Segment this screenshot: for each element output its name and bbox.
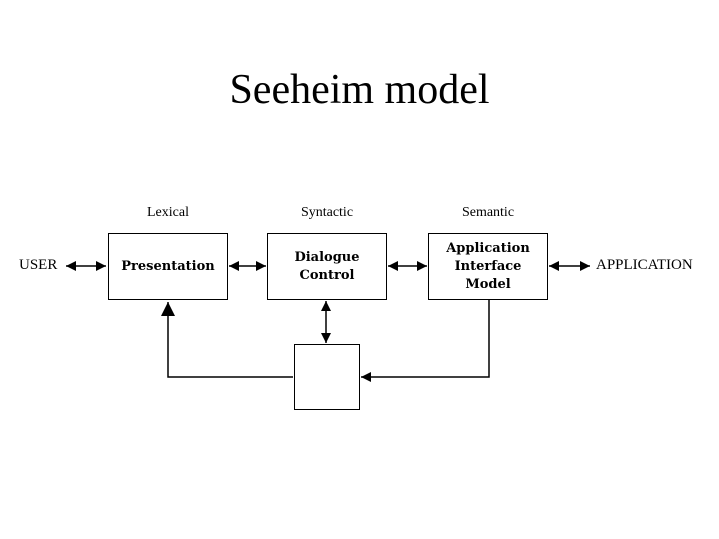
arrow-application-model-to-bottom-box <box>361 300 490 382</box>
diagram-title: Seeheim model <box>229 67 490 113</box>
application-interface-model-box: Application Interface Model <box>428 233 548 300</box>
endpoint-application: APPLICATION <box>596 257 693 273</box>
presentation-box: Presentation <box>108 233 228 300</box>
layer-label-syntactic: Syntactic <box>300 205 354 220</box>
layer-label-lexical: Lexical <box>147 205 189 220</box>
bottom-unlabeled-box <box>294 344 360 410</box>
endpoint-user: USER <box>19 257 58 273</box>
arrow-bottom-box-to-presentation <box>161 302 293 378</box>
layer-label-semantic: Semantic <box>461 205 515 220</box>
dialogue-control-box: Dialogue Control <box>267 233 387 300</box>
